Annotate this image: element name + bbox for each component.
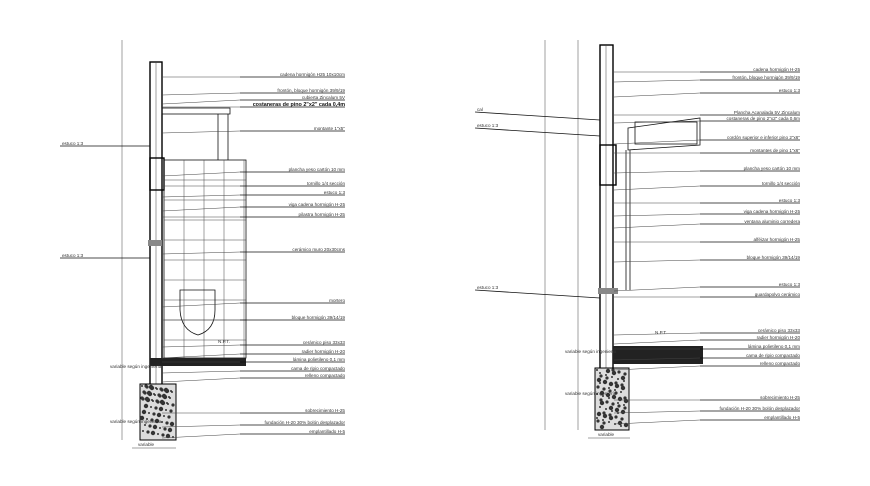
annotation-label: estuco 1:3: [779, 198, 801, 203]
leader-line: [161, 251, 241, 255]
annotation-label: estuco 1:3: [477, 123, 499, 128]
annotation-label: radier hormigón H-20: [757, 335, 801, 340]
annotation-label: viga cadena hormigón H-25: [744, 209, 801, 214]
annotation-label: cubierta Zincalum 5V: [302, 95, 346, 100]
leader-line: [613, 357, 701, 361]
leader-line: [161, 99, 241, 105]
leader-line: [613, 92, 701, 98]
leader-line: [613, 410, 701, 414]
annotation-label: frontón, bloque hormigón 39/9/19: [277, 88, 345, 93]
annotation-label: fundación H-20 30% bolón desplazador: [720, 406, 801, 411]
annotation-label: estuco 1:3: [62, 141, 84, 146]
leader-line: [161, 130, 241, 134]
annotation-label: bloque hormigón 39/14/19: [747, 255, 801, 260]
leader-line: [613, 339, 701, 345]
annotation-label: relleno compactado: [760, 361, 801, 366]
annotation-label: costaneras de pino 2"x2" cada 0,4m: [253, 102, 346, 108]
leader-line: [161, 353, 241, 359]
annotation-label: plancha yeso cartón 10 mm: [744, 166, 801, 171]
annotation-label: sobrecimiento H-25: [760, 395, 800, 400]
annotation-label: plancha yeso cartón 10 mm: [289, 167, 346, 172]
annotation-label: cerámico piso 33x33: [303, 340, 346, 345]
leader-line: [613, 332, 701, 336]
annotation-label: estuco 1:3: [779, 282, 801, 287]
annotation-label: montantes de pino 1"x6": [750, 148, 800, 153]
dimension-label: variable: [138, 442, 155, 447]
annotation-label: cal: [477, 107, 483, 112]
annotation-label: radier hormigón H-20: [302, 349, 346, 354]
annotation-label: bloque hormigón 39/14/19: [292, 315, 346, 320]
leader-line: [613, 213, 701, 217]
annotation-label: mortero: [329, 298, 345, 303]
annotation-label: cadena hormigón H25 10x10cm: [280, 72, 345, 77]
dimension-label: variable: [598, 432, 615, 437]
leader-line: [613, 365, 701, 371]
annotation-label: cama de ripio compactado: [746, 353, 800, 358]
leader-line: [161, 344, 241, 348]
annotation-label: frontón, bloque hormigón 39/9/19: [732, 75, 800, 80]
annotation-label: estuco 1:3: [477, 285, 499, 290]
annotation-label: lámina polietileno 0,1 mm: [748, 344, 800, 349]
leader-line: [161, 424, 241, 428]
annotation-label: ventana aluminio corredera: [744, 219, 800, 224]
leader-line: [613, 79, 701, 83]
annotation-label: alféizar hormigón H-25: [754, 237, 801, 242]
annotation-label: estuco 1:3: [324, 190, 346, 195]
leader-line: [613, 419, 701, 425]
annotation-label: pilastra hormigón H-25: [299, 212, 346, 217]
dimension-label: variable según ingeniería: [110, 419, 162, 424]
leader-line: [161, 433, 241, 439]
leader-line: [613, 286, 701, 292]
dimension-label: variable según ingeniería: [565, 391, 617, 396]
left-wall-section: [121, 40, 247, 449]
annotation-label: cerámico muro 20x30cms: [292, 247, 345, 252]
leader-line: [613, 120, 701, 124]
annotation-label: guardapolvo cerámico: [755, 292, 801, 297]
dimension-label: variable según ingeniería: [110, 364, 162, 369]
annotation-label: viga cadena hormigón H-25: [289, 202, 346, 207]
dimension-label: variable según ingeniería: [565, 349, 617, 354]
annotation-label: montante 1"x5": [314, 126, 345, 131]
annotation-label: cordón superior e inferior pino 2"x6": [727, 135, 800, 140]
annotation-label: tornillo 1/4 sección: [762, 181, 800, 186]
annotation-label: lámina polietileno 0,1 mm: [293, 357, 345, 362]
leader-line: [161, 194, 241, 198]
annotation-label: Plancha Acanalada 5V Zincalum: [734, 110, 800, 115]
leader-line: [613, 259, 701, 263]
leader-line: [161, 92, 241, 96]
annotation-label: estuco 1:3: [62, 253, 84, 258]
annotation-label: emplantillado H-5: [309, 429, 345, 434]
annotation-label: cadena hormigón H-25: [753, 67, 800, 72]
leader-line: [613, 223, 701, 229]
leader-line: [613, 139, 701, 145]
annotation-label: cerámico piso 33x33: [758, 328, 801, 333]
leader-line: [161, 302, 241, 308]
leader-line: [161, 370, 241, 374]
leader-line: [161, 171, 241, 177]
annotation-label: tornillo 1/4 sección: [307, 181, 345, 186]
annotation-label: cama de ripio compactado: [291, 366, 345, 371]
annotation-label: estuco 1:3: [779, 88, 801, 93]
left-npt-label: N.P.T.: [218, 339, 230, 344]
leader-line: [613, 185, 701, 191]
annotation-label: relleno compactado: [305, 373, 346, 378]
annotation-label: sobrecimiento H-25: [305, 408, 345, 413]
leader-line: [613, 170, 701, 174]
right-npt-label: N.P.T.: [655, 330, 667, 335]
right-wall-section: [544, 40, 703, 439]
annotation-label: costaneras de pino 2"x2" cada 0,6m: [727, 116, 801, 121]
leader-line: [161, 206, 241, 212]
annotation-label: emplantillado H-5: [764, 415, 800, 420]
annotation-label: fundación H-20 30% bolón desplazador: [265, 420, 346, 425]
leader-line: [161, 377, 241, 383]
